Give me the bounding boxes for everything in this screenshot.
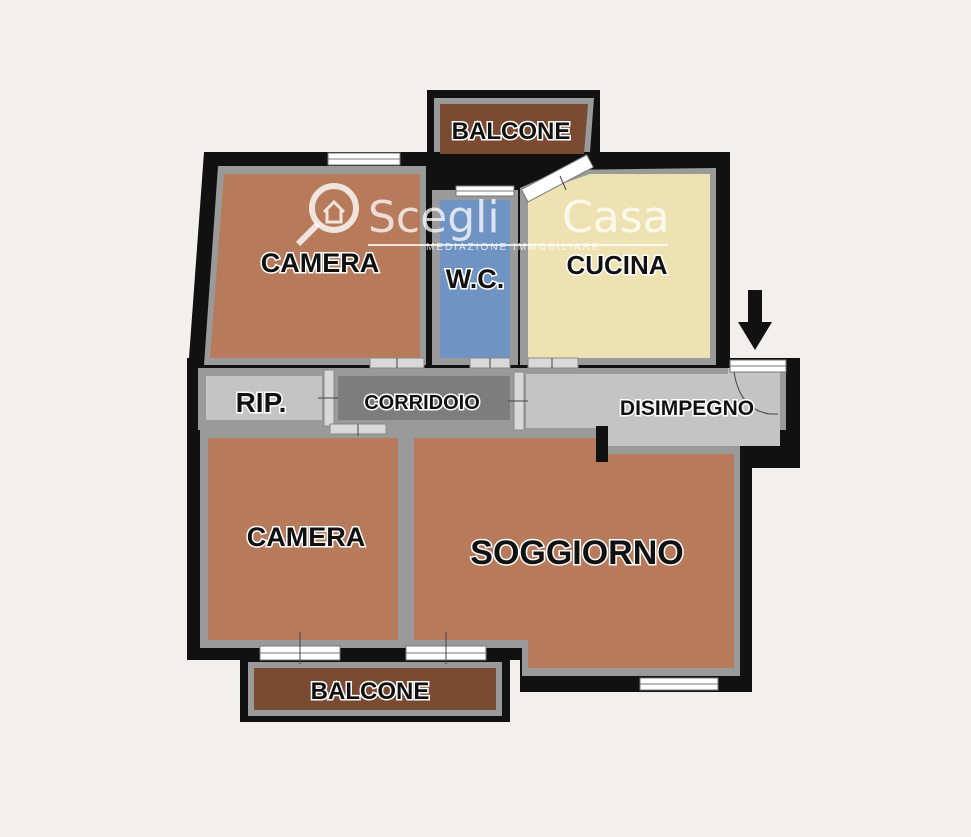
floor-camera-bottom	[208, 438, 398, 640]
floor-camera-top	[210, 174, 420, 358]
floor-corridoio	[338, 376, 510, 420]
room-labels: BALCONE CAMERA W.C. CUCINA RIP. CORRIDOI…	[234, 117, 756, 707]
floor-cucina	[528, 174, 710, 358]
floor-wc	[440, 200, 510, 358]
pillar	[596, 426, 608, 462]
label-corridoio: CORRIDOIO	[364, 392, 480, 414]
magnifier-house-icon	[295, 183, 359, 247]
floor-rip	[206, 376, 322, 420]
label-cucina: CUCINA	[566, 250, 667, 280]
door-cucina	[527, 357, 579, 369]
label-wc: W.C.	[446, 264, 505, 294]
watermark-tagline: MEDIAZIONE IMMOBILIARE	[426, 242, 601, 253]
label-balcone-bottom: BALCONE	[311, 678, 430, 705]
watermark: Scegli Casa MEDIAZIONE IMMOBILIARE	[295, 183, 670, 253]
floor-balcone-top	[440, 104, 588, 154]
label-rip: RIP.	[236, 387, 287, 418]
label-disimpegno: DISIMPEGNO	[620, 397, 754, 420]
label-camera-top: CAMERA	[261, 248, 380, 278]
floors	[206, 104, 780, 710]
floor-soggiorno	[414, 438, 734, 668]
window-cucina-angled	[520, 154, 594, 203]
label-camera-bottom: CAMERA	[247, 522, 366, 552]
label-balcone-top: BALCONE	[452, 118, 571, 145]
watermark-brand-part2: Casa	[562, 192, 670, 243]
watermark-brand-part1: Scegli	[368, 192, 500, 243]
down-arrow-icon	[738, 290, 772, 350]
floor-balcone-bottom	[254, 668, 496, 710]
floor-disimpegno	[526, 368, 780, 446]
label-soggiorno: SOGGIORNO	[470, 534, 683, 572]
door-swings	[299, 175, 778, 664]
